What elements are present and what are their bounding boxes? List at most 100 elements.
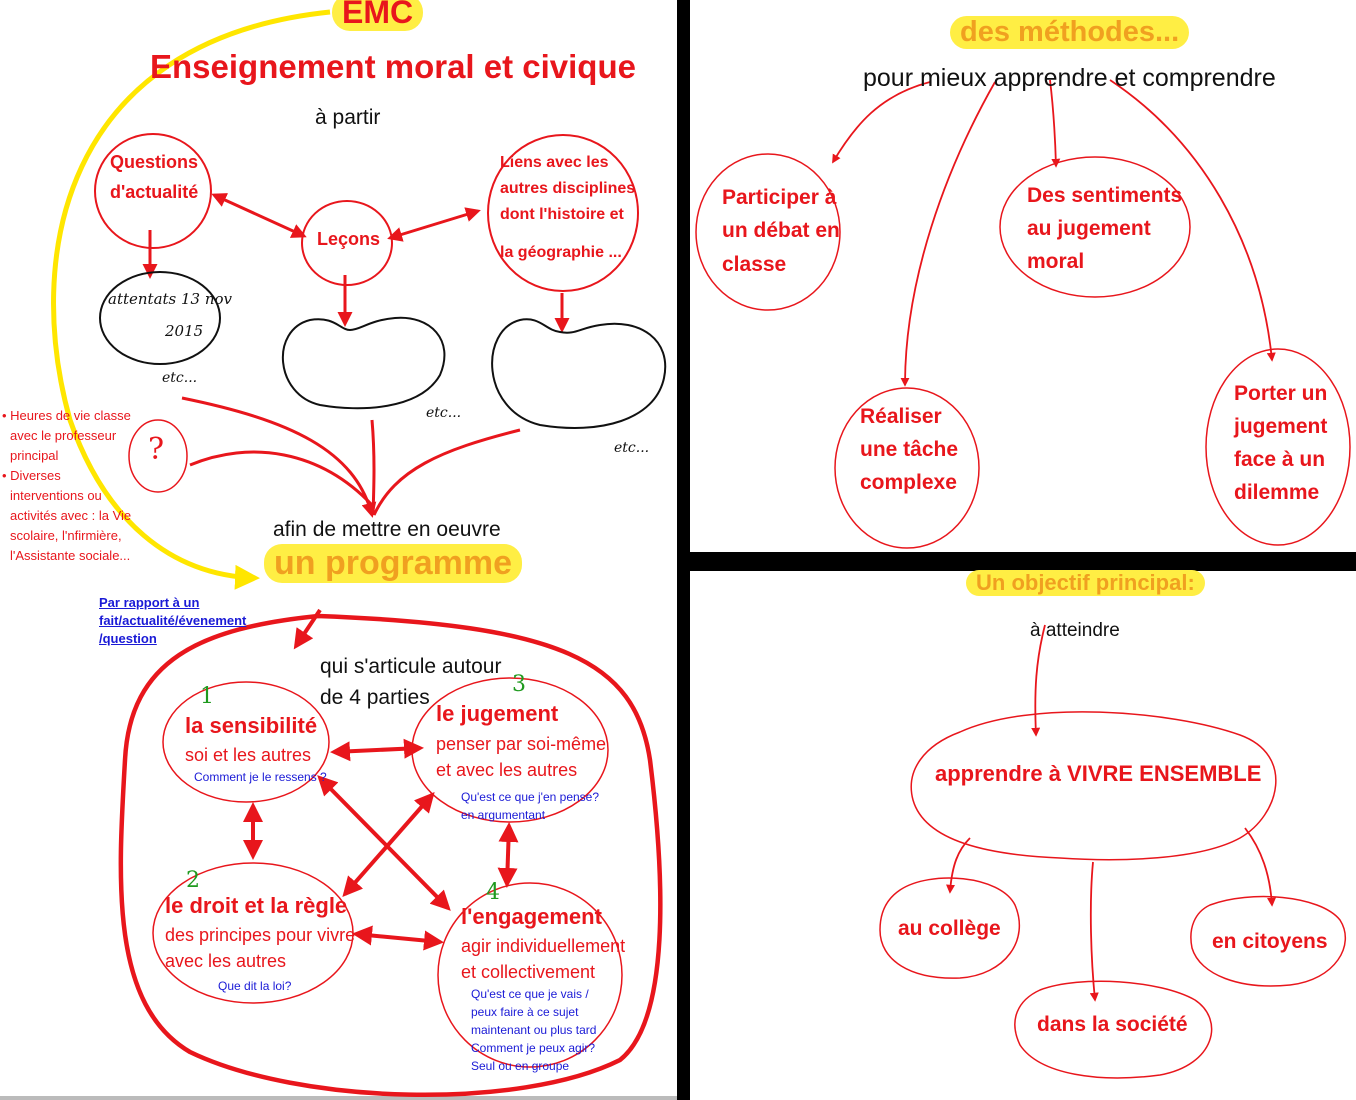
part-4-question-2: peux faire à ce sujet (471, 1005, 579, 1019)
method-2-outline (999, 156, 1191, 298)
etc-liens: etc... (614, 440, 650, 456)
method-3-outline (834, 387, 980, 549)
side-note-7: scolaire, l'nfirmière, (10, 528, 122, 543)
method-3-line-3: complexe (860, 471, 957, 494)
arrow-converge-top (370, 419, 376, 516)
arrow-method-2 (1049, 79, 1061, 168)
arrow-3-4 (497, 822, 519, 888)
node-questions-line-1: Questions (110, 152, 199, 172)
node-lecons-outline (301, 200, 393, 286)
blob-liens (491, 318, 667, 429)
method-1-line-3: classe (722, 253, 787, 276)
part-4-question-3: maintenant ou plus tard (471, 1023, 597, 1037)
blob-attentats (99, 271, 221, 365)
arrow-objective-down (1031, 624, 1046, 737)
arrow-method-4 (1109, 79, 1276, 362)
method-1-line-2: un débat en (722, 219, 840, 242)
arrow-1-3 (330, 738, 424, 762)
link-par-rapport[interactable]: Par rapport à un fait/actualité/évenemen… (99, 594, 246, 648)
node-liens-outline (487, 134, 639, 292)
method-3-line-1: Réaliser (860, 405, 942, 428)
part-4-line-1: agir individuellement (461, 936, 626, 956)
part-3-title: le jugement (436, 701, 559, 726)
part-4-number: 4 (486, 880, 500, 905)
yellow-curve-arrow (51, 9, 331, 590)
link-line-3[interactable]: /question (99, 631, 157, 646)
link-line-2[interactable]: fait/actualité/évenement (99, 613, 247, 628)
node-liens-line-1: Liens avec les (500, 154, 609, 171)
attentats-line-1: attentats 13 nov (108, 290, 233, 308)
target-1-outline (879, 877, 1021, 979)
target-3-outline (1190, 895, 1346, 987)
methods-title: des méthodes... (950, 16, 1190, 49)
target-citoyens: en citoyens (1212, 930, 1328, 953)
side-note-5: interventions ou (10, 488, 102, 503)
part-3-question-1: Qu'est ce que j'en pense? (461, 790, 600, 804)
part-2-line-2: avec les autres (165, 951, 287, 971)
parts-big-circle (118, 613, 663, 1097)
divider-horizontal (690, 552, 1356, 571)
part-4-question-1: Qu'est ce que je vais / (471, 987, 589, 1001)
side-note-4: • Diverses (2, 468, 61, 483)
part-2-question-1: Que dit la loi? (218, 979, 292, 993)
objective-subtitle: à atteindre (1030, 620, 1120, 641)
node-question-outline (128, 419, 188, 493)
side-note-8: l'Assistante sociale... (10, 548, 131, 563)
arrow-converge-left (181, 396, 377, 518)
arrow-lecons-liens (387, 207, 481, 242)
articule-line-2: de 4 parties (320, 686, 430, 709)
divider-bottom-left (0, 1096, 677, 1100)
arrow-converge-question (189, 450, 374, 507)
objective-title: Un objectif principal: (966, 570, 1205, 596)
afin-label: afin de mettre en oeuvre (273, 518, 501, 541)
method-2-line-2: au jugement (1027, 217, 1151, 240)
articule-line-1: qui s'articule autour (320, 655, 502, 678)
blob-lecons (281, 316, 446, 410)
arrow-converge-right (372, 428, 521, 516)
side-note-3: principal (10, 448, 59, 463)
part-3-line-2: et avec les autres (436, 760, 578, 780)
main-goal-outline (910, 711, 1277, 861)
part-4-outline (437, 882, 623, 1068)
side-notes: • Heures de vie classe avec le professeu… (2, 406, 142, 566)
arrow-target-2 (1089, 861, 1099, 1002)
node-liens-line-4: la géographie ... (500, 244, 622, 261)
node-lecons: Leçons (317, 229, 381, 249)
link-line-1[interactable]: Par rapport à un (99, 595, 200, 610)
emc-label: EMC (332, 0, 424, 31)
arrow-questions-lecons (211, 193, 307, 238)
part-4-question-4: Comment je peux agir? (471, 1041, 596, 1055)
target-2-outline (1014, 980, 1213, 1079)
arrow-method-3 (900, 81, 996, 387)
method-1-outline (695, 153, 841, 311)
part-2-number: 2 (186, 868, 200, 893)
arrow-into-circle (293, 608, 322, 650)
method-4-line-1: Porter un (1234, 382, 1328, 405)
part-2-title: le droit et la règle (165, 893, 348, 918)
node-liens-line-2: autres disciplines (500, 180, 636, 197)
a-partir-label: à partir (315, 106, 381, 129)
method-3-line-2: une tâche (860, 438, 959, 461)
part-3-number: 3 (512, 672, 526, 697)
node-questions-outline (94, 133, 212, 249)
divider-vertical (677, 0, 690, 1100)
arrow-target-1 (946, 837, 971, 894)
arrow-method-1 (832, 81, 931, 164)
node-liens-line-3: dont l'histoire et (500, 206, 624, 223)
side-note-1: • Heures de vie classe (2, 408, 131, 423)
main-goal: apprendre à VIVRE ENSEMBLE (935, 761, 1262, 786)
method-1-line-1: Participer à (722, 186, 837, 209)
method-4-line-3: face à un (1234, 448, 1326, 471)
method-4-outline (1205, 348, 1351, 546)
arrow-3-2 (342, 791, 435, 898)
part-1-number: 1 (200, 684, 214, 709)
part-3-question-2: en argumentant (461, 808, 546, 822)
part-1-question-1: Comment je le ressens ? (194, 770, 327, 784)
page-title: Enseignement moral et civique (150, 48, 636, 85)
methods-subtitle: pour mieux apprendre et comprendre (863, 64, 1276, 92)
attentats-line-2: 2015 (165, 322, 204, 340)
part-1-title: la sensibilité (185, 713, 318, 738)
arrow-2-4 (352, 925, 444, 951)
part-2-line-1: des principes pour vivre (165, 925, 356, 945)
